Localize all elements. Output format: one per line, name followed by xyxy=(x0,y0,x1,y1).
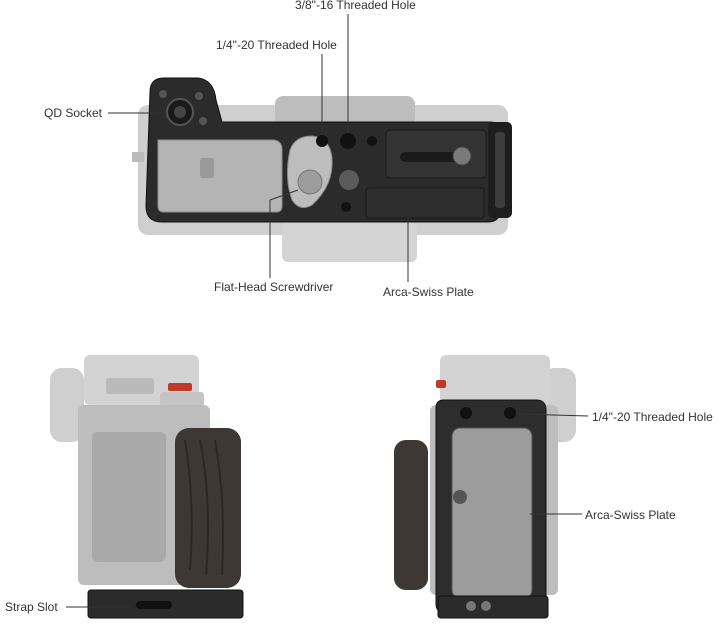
arca-slot xyxy=(400,152,462,162)
right-view xyxy=(394,355,576,619)
screw-hole-icon xyxy=(460,407,472,419)
left-view xyxy=(50,355,244,619)
top-view xyxy=(132,77,512,262)
screw-hole-icon xyxy=(316,135,328,147)
screw-hole-icon xyxy=(159,90,167,98)
screw-hole-icon xyxy=(199,117,207,125)
right-leaders xyxy=(517,413,589,515)
label-screwdriver: Flat-Head Screwdriver xyxy=(214,280,334,294)
left-body-panel xyxy=(92,432,166,562)
screw-hole-icon xyxy=(453,490,467,504)
left-dial-base xyxy=(106,378,154,394)
right-wood-grip xyxy=(394,440,428,590)
label-threaded-38: 3/8"-16 Threaded Hole xyxy=(295,0,416,12)
eyecup-rim xyxy=(495,132,505,208)
arca-lower-plate xyxy=(365,187,485,219)
screw-hole-icon xyxy=(504,407,516,419)
camera-lens-mount xyxy=(275,96,415,126)
screw-hole-icon xyxy=(174,106,186,118)
screw-hole-icon xyxy=(340,133,356,149)
screw-hole-icon xyxy=(452,146,472,166)
screw-hole-icon xyxy=(367,136,377,146)
label-qd-socket: QD Socket xyxy=(44,106,103,120)
label-arca-top: Arca-Swiss Plate xyxy=(383,285,474,299)
right-camera-top xyxy=(440,355,550,405)
screw-hole-icon xyxy=(341,202,351,212)
top-leaders xyxy=(108,14,409,282)
label-threaded-14-right: 1/4"-20 Threaded Hole xyxy=(592,410,713,424)
battery-latch xyxy=(200,158,214,178)
left-dial-red xyxy=(168,383,192,391)
label-threaded-14-top: 1/4"-20 Threaded Hole xyxy=(216,38,337,52)
screw-hole-icon xyxy=(481,601,491,611)
label-strap-slot: Strap Slot xyxy=(5,600,58,614)
right-dial-red xyxy=(436,380,446,388)
right-bracket-window xyxy=(451,427,533,599)
left-grip-grain xyxy=(184,439,225,576)
label-arca-right: Arca-Swiss Plate xyxy=(585,508,676,522)
screw-hole-icon xyxy=(339,170,359,190)
screw-hole-icon xyxy=(195,92,203,100)
battery-door xyxy=(157,139,283,213)
camera-front-lens xyxy=(282,222,417,262)
left-shutter xyxy=(160,392,204,406)
left-lens-cap xyxy=(50,368,84,442)
leader-threaded-14-right xyxy=(517,413,589,417)
right-bracket-base xyxy=(437,595,549,619)
camera-side-stub xyxy=(132,152,144,162)
screw-hole-icon xyxy=(466,601,476,611)
leader-screwdriver-b xyxy=(269,189,299,201)
screwdriver-hole xyxy=(297,169,323,195)
strap-slot-icon xyxy=(136,601,172,609)
